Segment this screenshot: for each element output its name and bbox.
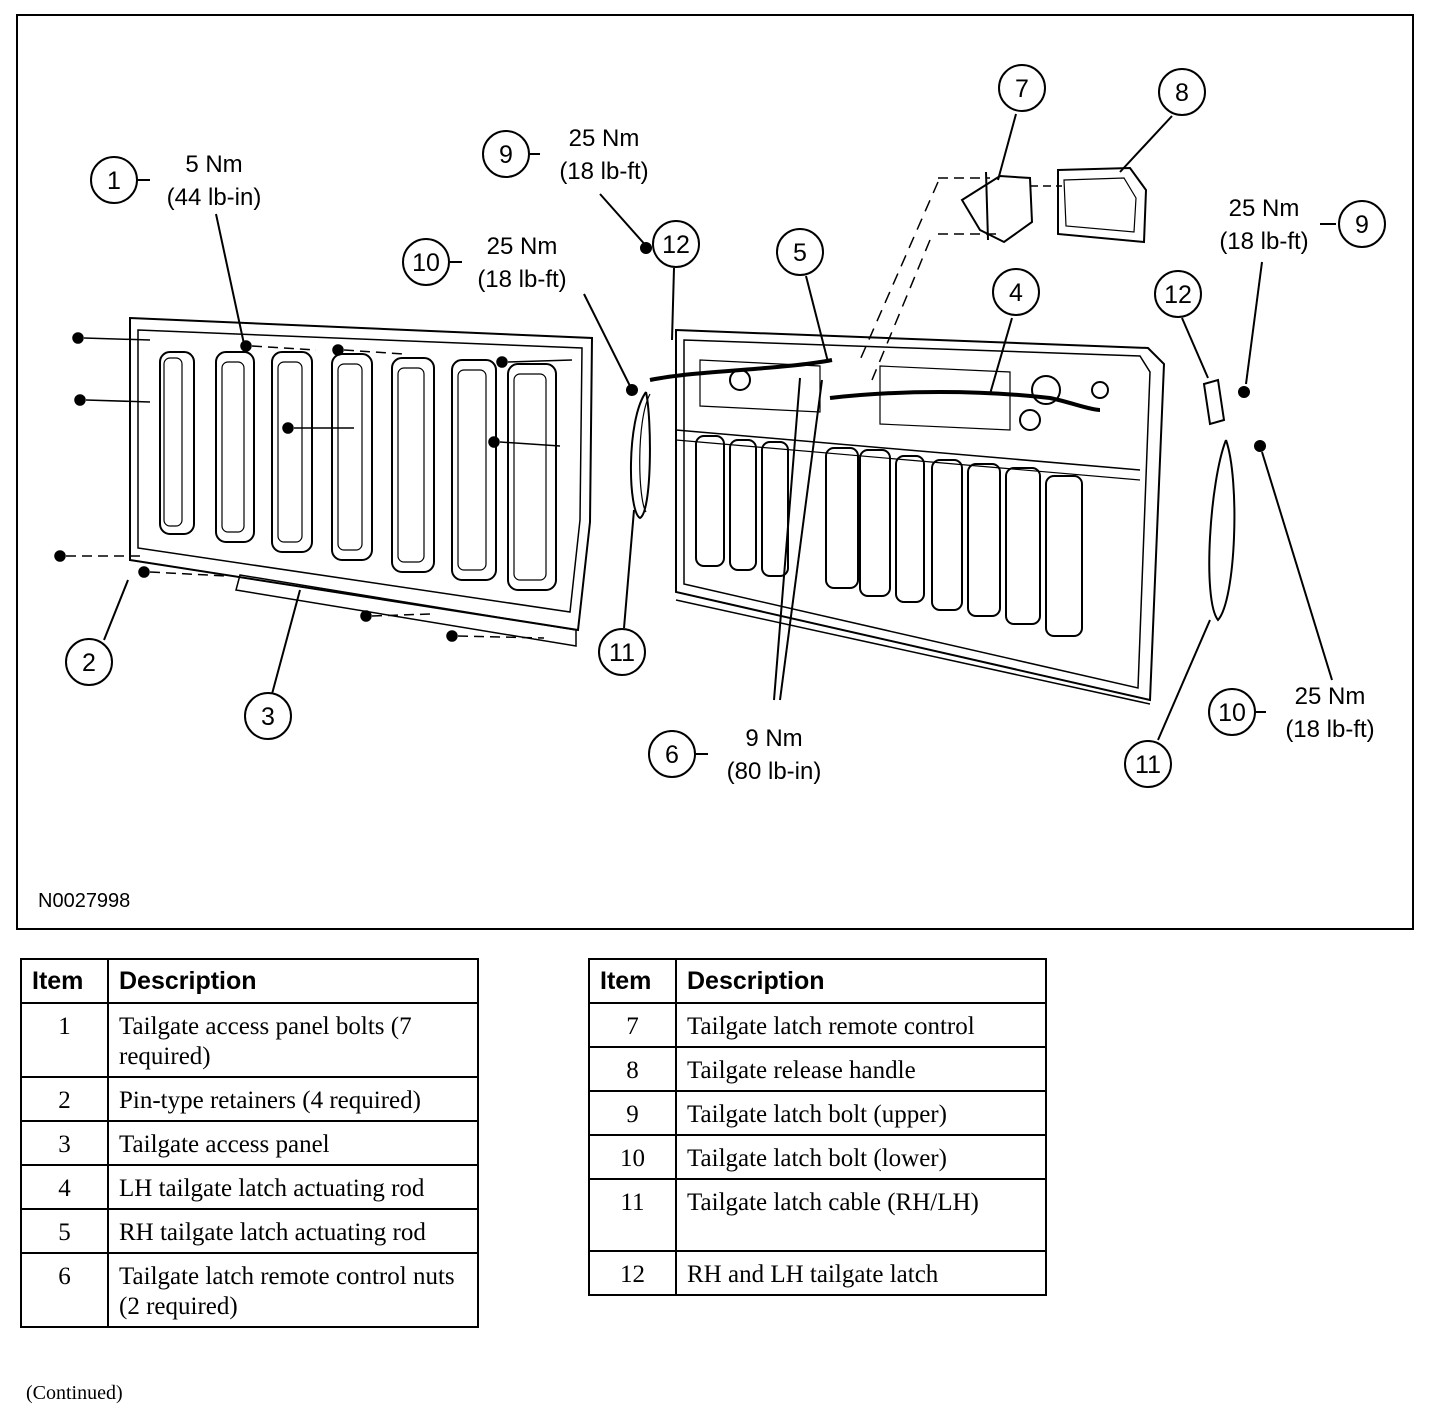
callout-10-left: 10	[412, 249, 440, 277]
torque-6-metric: 9 Nm	[745, 725, 802, 752]
legend-row: 3 Tailgate access panel	[20, 1120, 479, 1166]
access-panel-bolts	[72, 332, 573, 448]
item-number: 7	[588, 1002, 677, 1048]
torque-9-right-metric: 25 Nm	[1229, 195, 1300, 222]
item-description: Tailgate latch bolt (upper)	[675, 1090, 1047, 1136]
callout-8: 8	[1175, 79, 1189, 107]
item-number: 8	[588, 1046, 677, 1092]
item-description: Tailgate access panel	[107, 1120, 479, 1166]
item-number: 6	[20, 1252, 109, 1328]
legend-row: 8 Tailgate release handle	[588, 1046, 1047, 1092]
item-number: 10	[588, 1134, 677, 1180]
continued-note: (Continued)	[26, 1382, 123, 1404]
header-item: Item	[20, 958, 109, 1004]
item-number: 4	[20, 1164, 109, 1210]
item-number: 9	[588, 1090, 677, 1136]
torque-10-right-imperial: (18 lb-ft)	[1285, 716, 1374, 743]
callout-11-right: 11	[1135, 751, 1161, 779]
item-number: 3	[20, 1120, 109, 1166]
item-description: Tailgate latch bolt (lower)	[675, 1134, 1047, 1180]
legend-row: 9 Tailgate latch bolt (upper)	[588, 1090, 1047, 1136]
item-description: Tailgate release handle	[675, 1046, 1047, 1092]
callout-4: 4	[1009, 279, 1023, 307]
torque-10-left-metric: 25 Nm	[487, 233, 558, 260]
torque-10-right-metric: 25 Nm	[1295, 683, 1366, 710]
header-description: Description	[107, 958, 479, 1004]
torque-6-imperial: (80 lb-in)	[727, 758, 822, 785]
item-description: LH tailgate latch actuating rod	[107, 1164, 479, 1210]
callout-circles	[65, 64, 1386, 788]
callout-9-left: 9	[499, 141, 513, 169]
callout-10-right: 10	[1218, 699, 1246, 727]
pin-type-retainers	[54, 550, 545, 642]
callout-leaders	[103, 113, 1336, 755]
legend-row: 10 Tailgate latch bolt (lower)	[588, 1134, 1047, 1180]
legend-row: 7 Tailgate latch remote control	[588, 1002, 1047, 1048]
torque-9-right-imperial: (18 lb-ft)	[1219, 228, 1308, 255]
legend-row: 1 Tailgate access panel bolts (7 require…	[20, 1002, 479, 1078]
legend-row: 6 Tailgate latch remote control nuts (2 …	[20, 1252, 479, 1328]
item-description: Tailgate latch remote control	[675, 1002, 1047, 1048]
torque-10-left-imperial: (18 lb-ft)	[477, 266, 566, 293]
item-description: Tailgate latch cable (RH/LH)	[675, 1178, 1047, 1252]
callout-5: 5	[793, 239, 807, 267]
header-description: Description	[675, 958, 1047, 1004]
item-description: Tailgate access panel bolts (7 required)	[107, 1002, 479, 1078]
item-number: 12	[588, 1250, 677, 1296]
callout-12-right: 12	[1164, 281, 1192, 309]
legend-row: 12 RH and LH tailgate latch	[588, 1250, 1047, 1296]
tailgate-access-panel	[129, 316, 594, 647]
torque-1-imperial: (44 lb-in)	[167, 184, 262, 211]
tailgate-release-handle	[1030, 166, 1148, 244]
tailgate-inner-structure	[675, 328, 1166, 705]
item-number: 11	[588, 1178, 677, 1252]
callout-1: 1	[107, 167, 121, 195]
diagram-frame	[16, 14, 1414, 930]
legend-row: 2 Pin-type retainers (4 required)	[20, 1076, 479, 1122]
latch-actuating-rods	[649, 358, 1101, 412]
callout-7: 7	[1015, 75, 1029, 103]
torque-9-left-imperial: (18 lb-ft)	[559, 158, 648, 185]
tailgate-exploded-view: 1 2 3 4 5 6 7 8 9 9 10 10 11 11 12 12 5 …	[54, 64, 1386, 788]
callout-9-right: 9	[1355, 211, 1369, 239]
item-description: RH tailgate latch actuating rod	[107, 1208, 479, 1254]
item-description: RH and LH tailgate latch	[675, 1250, 1047, 1296]
legend-row: 5 RH tailgate latch actuating rod	[20, 1208, 479, 1254]
torque-1-metric: 5 Nm	[185, 151, 242, 178]
legend-table-right: Item Description 7 Tailgate latch remote…	[588, 958, 1047, 1296]
item-description: Tailgate latch remote control nuts (2 re…	[107, 1252, 479, 1328]
callout-2: 2	[82, 649, 96, 677]
callout-12-left: 12	[662, 231, 690, 259]
figure-id: N0027998	[38, 890, 131, 912]
item-number: 5	[20, 1208, 109, 1254]
tailgate-latch-right	[1202, 378, 1266, 622]
legend-table-left: Item Description 1 Tailgate access panel…	[20, 958, 479, 1328]
item-description: Pin-type retainers (4 required)	[107, 1076, 479, 1122]
item-number: 2	[20, 1076, 109, 1122]
torque-9-left-metric: 25 Nm	[569, 125, 640, 152]
callout-3: 3	[261, 703, 275, 731]
callout-11-left: 11	[609, 639, 635, 667]
header-item: Item	[588, 958, 677, 1004]
callout-6: 6	[665, 741, 679, 769]
legend-row: 4 LH tailgate latch actuating rod	[20, 1164, 479, 1210]
tailgate-latch-cable-left	[626, 242, 652, 520]
item-number: 1	[20, 1002, 109, 1078]
legend-row: 11 Tailgate latch cable (RH/LH)	[588, 1178, 1047, 1252]
